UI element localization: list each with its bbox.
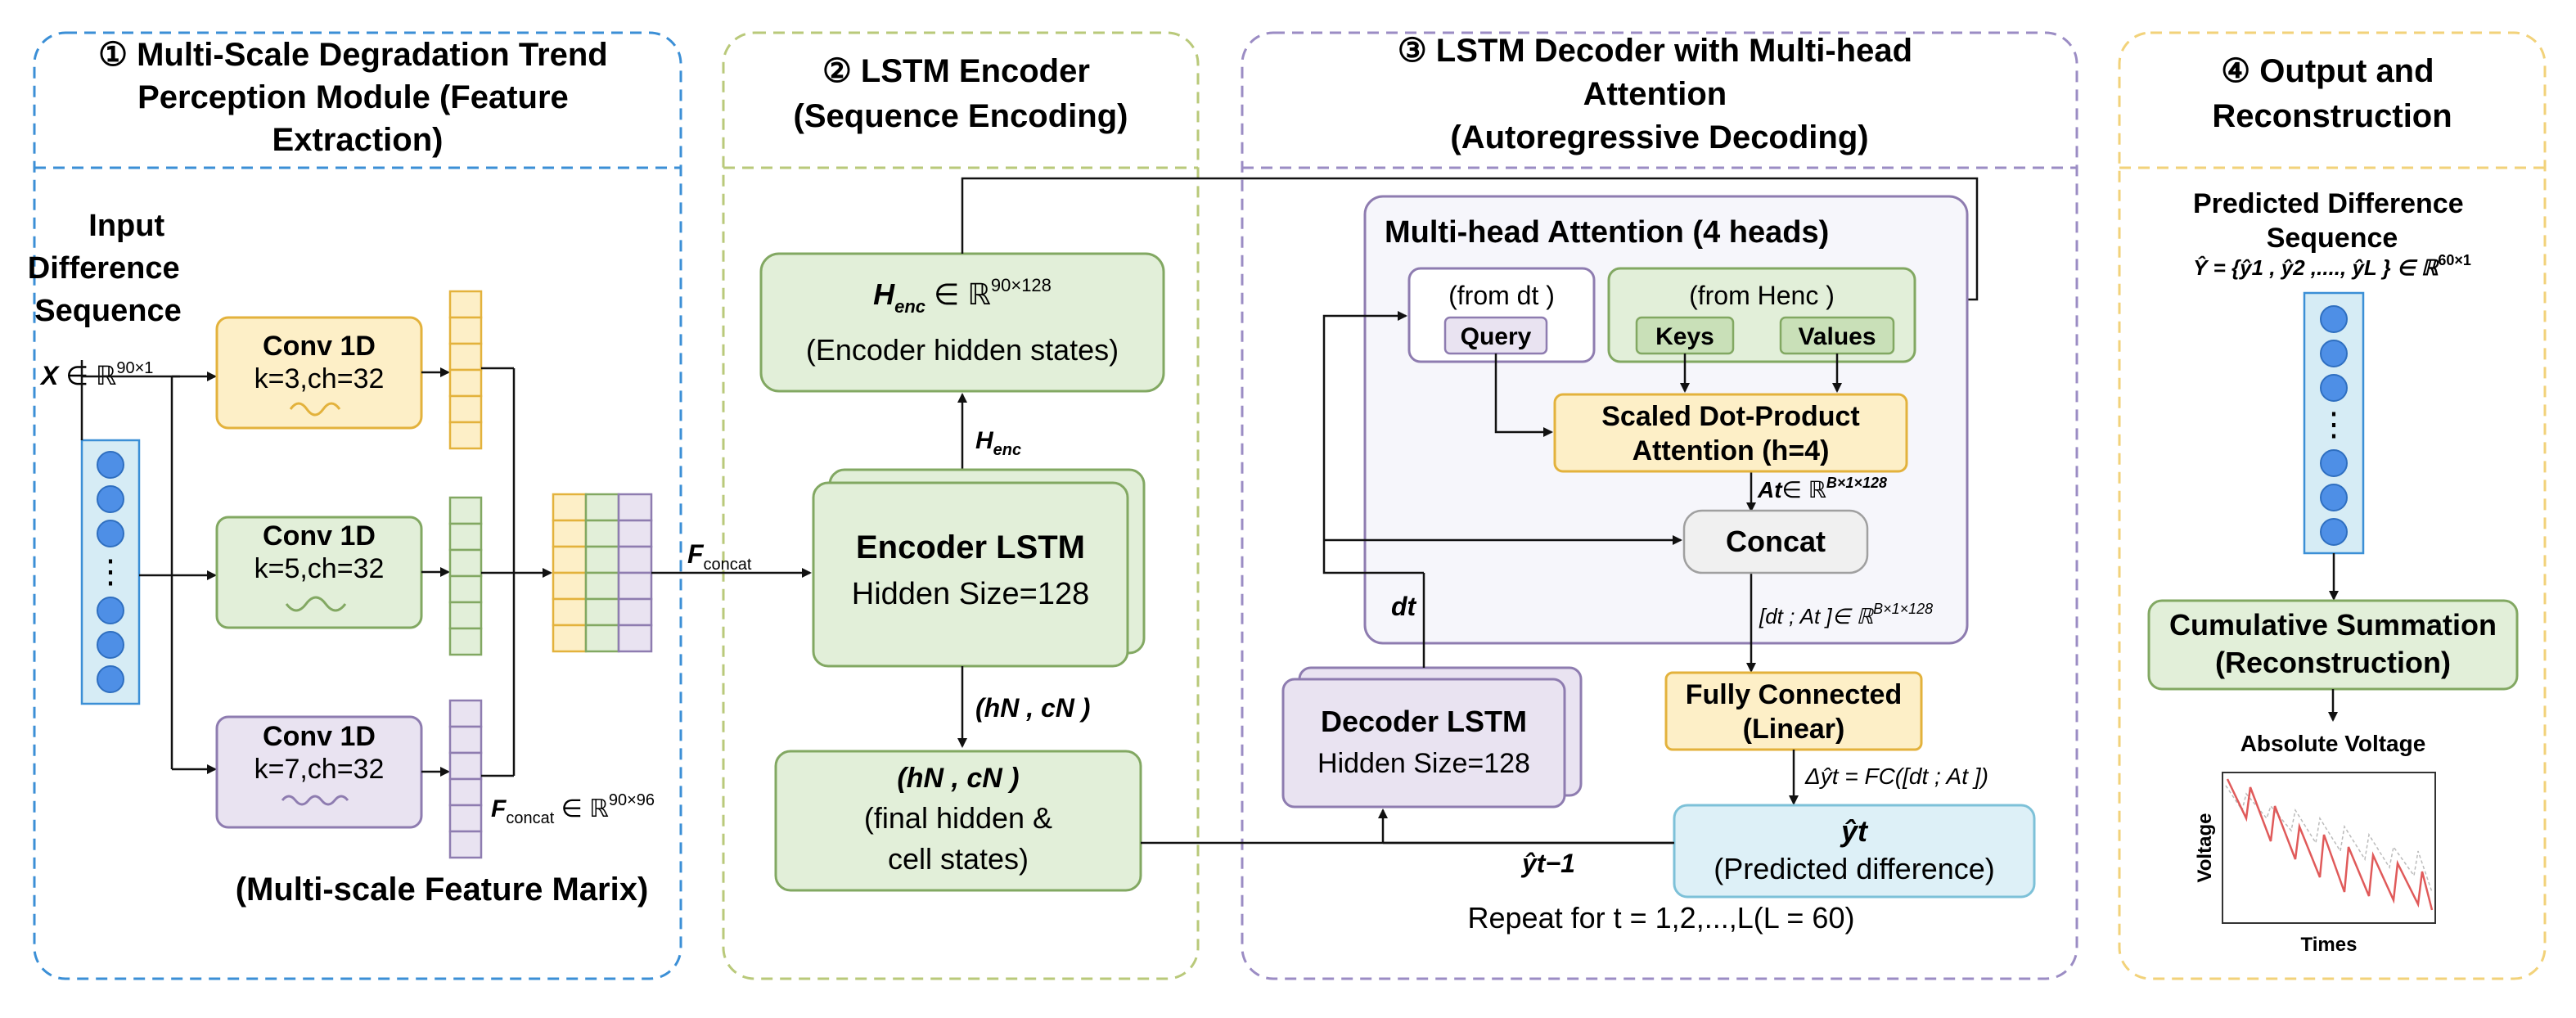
svg-text:cell states): cell states) xyxy=(888,842,1029,876)
svg-text:(hN , cN ): (hN , cN ) xyxy=(897,763,1019,794)
voltage-mini-chart xyxy=(2222,772,2436,924)
svg-text:Concat: Concat xyxy=(1726,525,1826,558)
svg-text:k=3,ch=32: k=3,ch=32 xyxy=(254,363,385,394)
query-box: Query xyxy=(1443,316,1548,355)
values-box: Values xyxy=(1779,316,1895,355)
svg-text:(from dt ): (from dt ) xyxy=(1448,281,1555,310)
feature-column-k7 xyxy=(448,699,483,859)
hc-arrow-label: (hN , cN ) xyxy=(975,693,1090,723)
fconcat-dim-label: Fconcat ∈ ℝ90×96 xyxy=(491,791,655,827)
output-sequence-column xyxy=(2303,291,2365,555)
panel-3-title: ③ LSTM Decoder with Multi-head Attention… xyxy=(1398,33,1921,155)
input-ellipsis: ⋮ xyxy=(94,554,127,590)
svg-text:(Predicted difference): (Predicted difference) xyxy=(1714,852,1995,885)
keys-box: Keys xyxy=(1635,316,1735,355)
svg-text:(final hidden &: (final hidden & xyxy=(864,801,1052,835)
input-formula: X ∈ ℝ90×1 xyxy=(39,359,153,390)
svg-text:Conv 1D: Conv 1D xyxy=(263,331,376,362)
svg-text:Decoder LSTM: Decoder LSTM xyxy=(1321,705,1527,738)
svg-text:Henc ∈ ℝ90×128: Henc ∈ ℝ90×128 xyxy=(873,275,1052,317)
concat-feature-matrix xyxy=(552,493,653,653)
panel-4-title: ④ Output and Reconstruction xyxy=(2212,53,2452,134)
svg-text:k=5,ch=32: k=5,ch=32 xyxy=(254,553,385,584)
panel-2-title: ② LSTM Encoder (Sequence Encoding) xyxy=(794,53,1128,134)
output-title: Predicted Difference Sequence xyxy=(2193,188,2471,254)
panel-1-title: ① Multi-Scale Degradation Trend Percepti… xyxy=(98,37,617,158)
svg-text:(Linear): (Linear) xyxy=(1743,714,1845,745)
svg-text:Scaled Dot-Product: Scaled Dot-Product xyxy=(1601,401,1859,432)
cumulative-summation-box: Cumulative Summation (Reconstruction) xyxy=(2147,599,2519,691)
svg-text:Cumulative Summation: Cumulative Summation xyxy=(2169,608,2497,642)
input-title: Input Difference Sequence xyxy=(28,209,188,328)
mini-chart-ylabel: Voltage xyxy=(2194,813,2216,883)
svg-text:k=7,ch=32: k=7,ch=32 xyxy=(254,754,385,785)
encoder-lstm-box: Encoder LSTM Hidden Size=128 xyxy=(812,468,1146,668)
conv-k5-box: Conv 1D k=5,ch=32 xyxy=(215,516,423,629)
delta-label: Δŷt = FC([dt ; At ]) xyxy=(1804,764,1988,789)
output-ellipsis: ⋮ xyxy=(2317,407,2350,443)
panel-2-frame xyxy=(722,31,1200,980)
fconcat-arrow-label: Fconcat xyxy=(687,539,752,574)
svg-text:Hidden Size=128: Hidden Size=128 xyxy=(852,577,1090,611)
conv-k7-box: Conv 1D k=7,ch=32 xyxy=(215,715,423,829)
input-branch-lines xyxy=(80,360,217,774)
fully-connected-box: Fully Connected (Linear) xyxy=(1664,671,1923,751)
predicted-difference-box: ŷt (Predicted difference) xyxy=(1673,804,2036,899)
svg-text:Fully Connected: Fully Connected xyxy=(1686,679,1902,710)
final-states-box: (hN , cN ) (final hidden & cell states) xyxy=(774,750,1142,892)
svg-text:Hidden Size=128: Hidden Size=128 xyxy=(1317,748,1530,779)
panel-3-frame xyxy=(1241,31,2078,980)
feature-column-k3 xyxy=(448,290,483,450)
conv-k3-box: Conv 1D k=3,ch=32 xyxy=(215,316,423,430)
svg-text:Attention (h=4): Attention (h=4) xyxy=(1633,435,1830,466)
svg-text:Query: Query xyxy=(1461,323,1532,350)
feature-column-k5 xyxy=(448,496,483,656)
svg-text:(Reconstruction): (Reconstruction) xyxy=(2215,646,2451,679)
svg-text:Encoder LSTM: Encoder LSTM xyxy=(856,529,1085,565)
svg-text:(Encoder hidden states): (Encoder hidden states) xyxy=(806,333,1119,367)
svg-text:Keys: Keys xyxy=(1655,323,1714,350)
henc-box: Henc ∈ ℝ90×128 (Encoder hidden states) xyxy=(759,252,1165,393)
dt-label: dt xyxy=(1391,592,1417,621)
dt-feedback-lines xyxy=(1322,311,1682,668)
henc-arrow-label: Henc xyxy=(975,427,1021,459)
input-sequence-column xyxy=(80,439,141,705)
attention-internal-arrows xyxy=(1494,354,1842,673)
scaled-dot-product-box: Scaled Dot-Product Attention (h=4) xyxy=(1553,393,1908,473)
yprev-label: ŷt−1 xyxy=(1520,849,1575,878)
absolute-voltage-label: Absolute Voltage xyxy=(2240,731,2426,756)
svg-text:Conv 1D: Conv 1D xyxy=(263,520,376,552)
mini-chart-xlabel: Times xyxy=(2301,934,2358,956)
dt-at-label: [dt ; At ]∈ ℝB×1×128 xyxy=(1759,601,1933,628)
output-formula: Ŷ = {ŷ1 , ŷ2 ,...., ŷL } ∈ ℝ60×1 xyxy=(2193,252,2471,280)
multiscale-caption: (Multi-scale Feature Marix) xyxy=(236,872,649,908)
svg-text:ŷt: ŷt xyxy=(1840,814,1869,848)
repeat-label: Repeat for t = 1,2,...,L(L = 60) xyxy=(1468,901,1855,935)
voltage-red-line xyxy=(2226,778,2434,911)
conv-output-arrows xyxy=(421,367,450,777)
concat-box: Concat xyxy=(1682,509,1869,574)
svg-text:Values: Values xyxy=(1798,323,1876,350)
svg-text:(from Henc ): (from Henc ) xyxy=(1689,281,1835,310)
decoder-lstm-box: Decoder LSTM Hidden Size=128 xyxy=(1281,666,1583,809)
svg-text:Conv 1D: Conv 1D xyxy=(263,721,376,752)
panel-4-frame xyxy=(2118,31,2547,980)
at-label: At∈ ℝB×1×128 xyxy=(1757,475,1887,502)
panel-1-frame xyxy=(33,31,682,980)
merge-lines xyxy=(481,367,552,777)
mha-title: Multi-head Attention (4 heads) xyxy=(1385,215,1829,250)
